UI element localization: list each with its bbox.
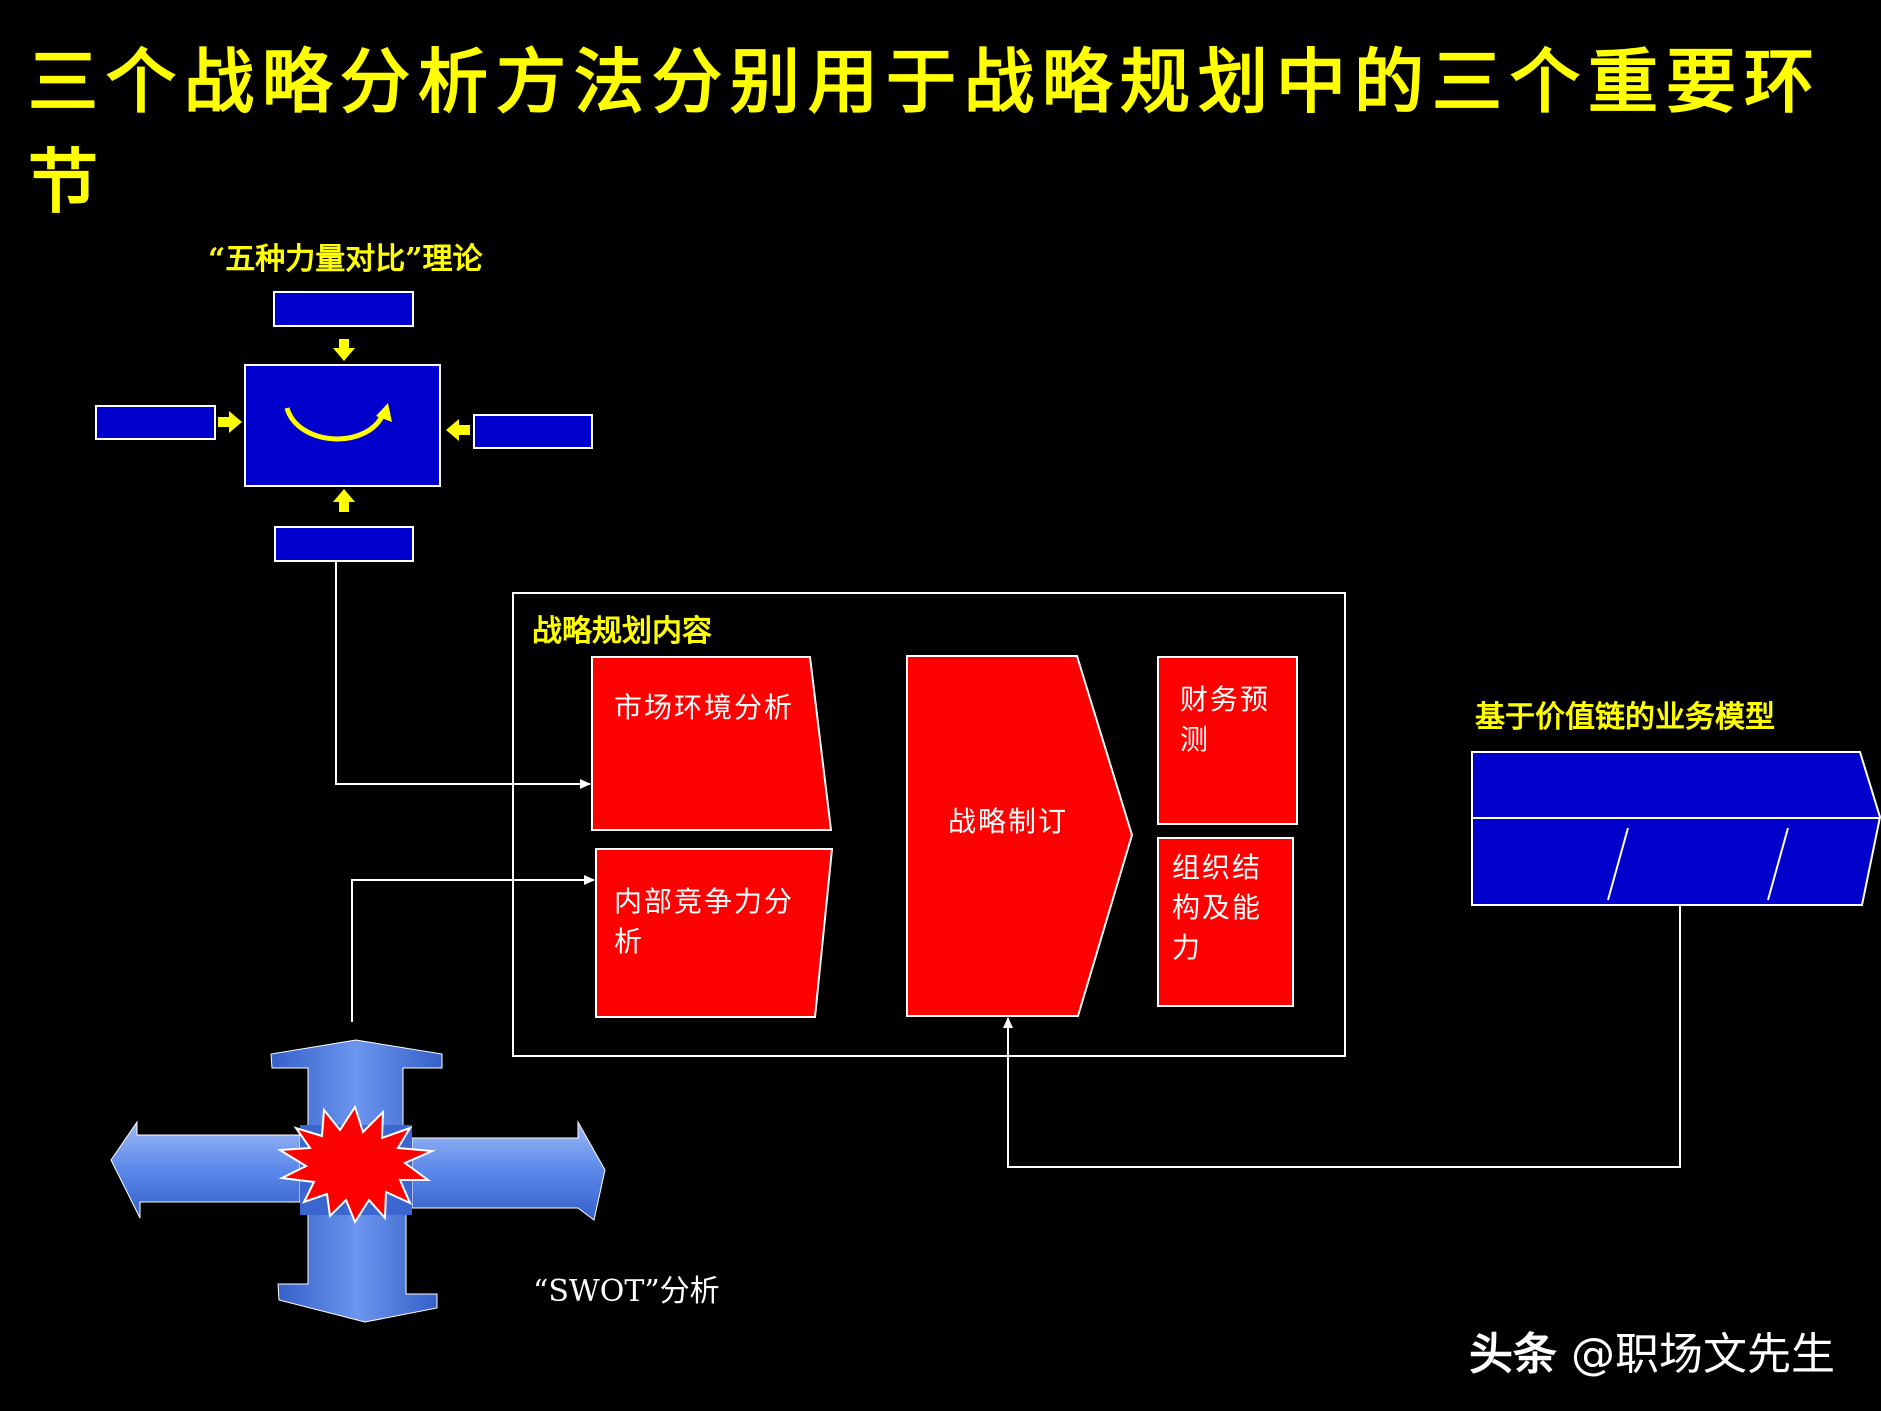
swot-arrow-right: [411, 1120, 606, 1221]
swot-diagram: [110, 1039, 606, 1323]
yellow-arrow-up-icon: [333, 489, 355, 512]
value-chain-diagram: [1471, 751, 1881, 906]
swot-arrow-down: [277, 1179, 438, 1323]
market-analysis-box: [591, 656, 833, 831]
cycle-arrow-head-icon: [376, 403, 392, 422]
value-chain-slash-1: [1607, 827, 1629, 901]
value-chain-slash-2: [1767, 827, 1789, 901]
force-box-right: [473, 414, 593, 449]
finance-forecast-box: [1157, 656, 1298, 825]
strategy-formulate-label: 战略制订: [948, 805, 1069, 838]
force-box-bottom: [274, 526, 414, 562]
connector-five-forces-to-market: [335, 562, 591, 789]
market-analysis-label: 市场环境分析: [614, 691, 795, 724]
connector-swot-to-internal: [351, 875, 595, 1022]
force-center-box: [244, 364, 441, 487]
swot-arrow-left: [110, 1120, 301, 1219]
internal-analysis-box: [595, 848, 834, 1018]
yellow-arrow-right-icon: [218, 411, 242, 433]
force-box-left: [95, 405, 216, 440]
strategy-frame-label: 战略规划内容: [532, 614, 712, 649]
internal-analysis-label: 内部竞争力分析: [614, 885, 795, 958]
watermark-account: @职场文先生: [1571, 1329, 1835, 1380]
swot-label: “SWOT”分析: [533, 1274, 720, 1309]
five-forces-diagram: [95, 291, 593, 562]
watermark: 头条 @职场文先生: [1469, 1318, 1835, 1382]
finance-forecast-label: 财务预测: [1180, 683, 1271, 756]
value-chain-label: 基于价值链的业务模型: [1475, 700, 1775, 735]
swot-arrow-up: [270, 1039, 443, 1129]
strategy-formulate-box: [906, 655, 1134, 1017]
yellow-arrow-down-icon: [333, 339, 355, 361]
watermark-brand: 头条: [1469, 1329, 1557, 1380]
value-chain-shape: [1471, 751, 1881, 906]
force-box-top: [273, 291, 414, 327]
strategy-frame: [512, 592, 1346, 1057]
explosion-icon: [276, 1104, 436, 1225]
org-capability-label: 组织结构及能力: [1172, 851, 1263, 964]
connector-value-chain-to-strategy: [1003, 906, 1681, 1168]
yellow-arrow-left-icon: [446, 419, 470, 441]
five-forces-label: “五种力量对比”理论: [208, 242, 483, 277]
page-title: 三个战略分析方法分别用于战略规划中的三个重要环节: [28, 40, 1822, 223]
cycle-arrow-icon: [284, 407, 387, 442]
org-capability-box: [1157, 837, 1294, 1007]
